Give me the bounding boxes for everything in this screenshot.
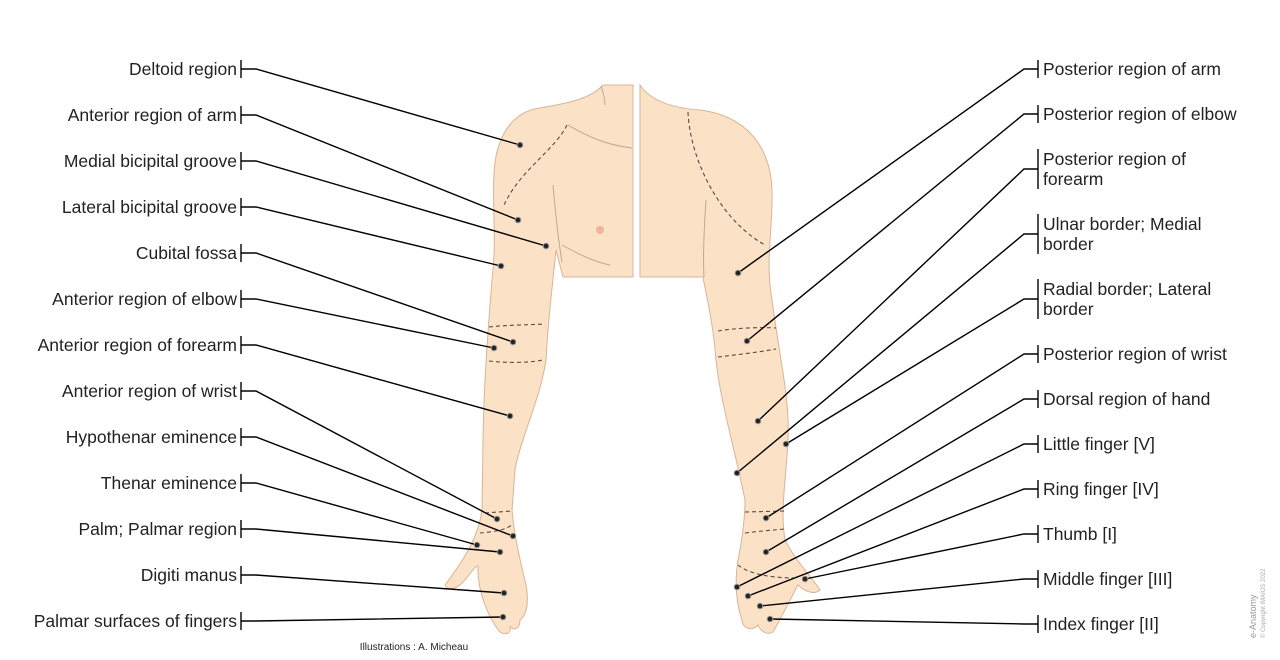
- marker-dot: [762, 514, 770, 522]
- label-right: Middle finger [III]: [1043, 569, 1172, 589]
- leader-line: [241, 528, 501, 553]
- marker-dot: [499, 613, 507, 621]
- label-left: Medial bicipital groove: [64, 151, 237, 171]
- label-left: Anterior region of forearm: [38, 335, 237, 355]
- watermark: e-Anatomy © Copyright IMAIOS 2022: [1248, 568, 1267, 638]
- label-left: Anterior region of arm: [68, 105, 237, 125]
- leader-line: [241, 482, 478, 546]
- label-right: Thumb [I]: [1043, 524, 1117, 544]
- marker-dot: [782, 440, 790, 448]
- leader-line: [746, 113, 1038, 342]
- watermark-copyright: © Copyright IMAIOS 2022: [1260, 568, 1267, 638]
- label-right: Ulnar border; Medial: [1043, 214, 1202, 234]
- leader-line: [769, 618, 1038, 625]
- label-left: Cubital fossa: [136, 243, 237, 263]
- marker-dot: [506, 412, 514, 420]
- marker-dot: [754, 417, 762, 425]
- leader-line: [785, 298, 1038, 445]
- watermark-brand: e-Anatomy: [1248, 594, 1258, 638]
- label-left: Thenar eminence: [101, 473, 237, 493]
- marker-dot: [493, 515, 501, 523]
- label-right: Index finger [II]: [1043, 614, 1159, 634]
- leader-line: [241, 68, 521, 146]
- label-right: forearm: [1043, 169, 1103, 189]
- label-left: Anterior region of wrist: [62, 381, 237, 401]
- label-left: Lateral bicipital groove: [62, 197, 237, 217]
- label-right: Posterior region of wrist: [1043, 344, 1227, 364]
- label-right: Radial border; Lateral: [1043, 279, 1211, 299]
- nipple: [596, 226, 604, 234]
- marker-dot: [509, 338, 517, 346]
- leader-line: [241, 298, 495, 349]
- label-left: Digiti manus: [141, 565, 238, 585]
- label-right: border: [1043, 234, 1094, 254]
- label-right: Posterior region of arm: [1043, 59, 1221, 79]
- label-right: border: [1043, 299, 1094, 319]
- label-right: Ring finger [IV]: [1043, 479, 1159, 499]
- marker-dot: [473, 541, 481, 549]
- marker-dot: [733, 583, 741, 591]
- marker-dot: [496, 548, 504, 556]
- label-left: Hypothenar eminence: [66, 427, 237, 447]
- marker-dot: [497, 262, 505, 270]
- marker-dot: [744, 592, 752, 600]
- leader-line: [759, 578, 1038, 607]
- marker-dot: [509, 532, 517, 540]
- marker-dot: [734, 269, 742, 277]
- leader-lines: [240, 60, 1039, 633]
- label-right: Posterior region of: [1043, 149, 1186, 169]
- leader-line: [241, 344, 511, 417]
- leader-line: [737, 68, 1038, 274]
- anterior-upper-limb-figure: [444, 84, 634, 635]
- marker-dot: [762, 548, 770, 556]
- marker-dot: [542, 242, 550, 250]
- leader-line: [241, 574, 505, 594]
- leader-line: [736, 233, 1038, 474]
- leader-line: [804, 533, 1038, 580]
- marker-dot: [756, 602, 764, 610]
- leader-line: [765, 398, 1038, 553]
- marker-dot: [801, 575, 809, 583]
- leader-line: [241, 160, 547, 247]
- marker-dot: [743, 337, 751, 345]
- label-left: Anterior region of elbow: [52, 289, 237, 309]
- label-left: Palmar surfaces of fingers: [34, 611, 238, 631]
- leader-line: [747, 488, 1038, 597]
- marker-dot: [514, 216, 522, 224]
- leader-line: [241, 206, 502, 267]
- leader-line: [736, 443, 1038, 588]
- leader-line: [765, 353, 1038, 519]
- marker-dot: [733, 469, 741, 477]
- leader-line: [241, 114, 519, 221]
- leader-line: [757, 168, 1038, 422]
- leader-line: [241, 436, 514, 537]
- label-right: Little finger [V]: [1043, 434, 1155, 454]
- marker-dot: [766, 615, 774, 623]
- marker-dot: [490, 344, 498, 352]
- posterior-upper-limb-figure: [639, 83, 821, 634]
- leader-line: [241, 252, 514, 343]
- label-right: Posterior region of elbow: [1043, 104, 1237, 124]
- leader-line: [241, 390, 498, 520]
- illustration-credit: Illustrations : A. Micheau: [360, 642, 468, 653]
- label-left: Palm; Palmar region: [78, 519, 237, 539]
- label-left: Deltoid region: [129, 59, 237, 79]
- label-right: Dorsal region of hand: [1043, 389, 1210, 409]
- leader-line: [241, 616, 504, 622]
- marker-dot: [516, 141, 524, 149]
- marker-dot: [500, 589, 508, 597]
